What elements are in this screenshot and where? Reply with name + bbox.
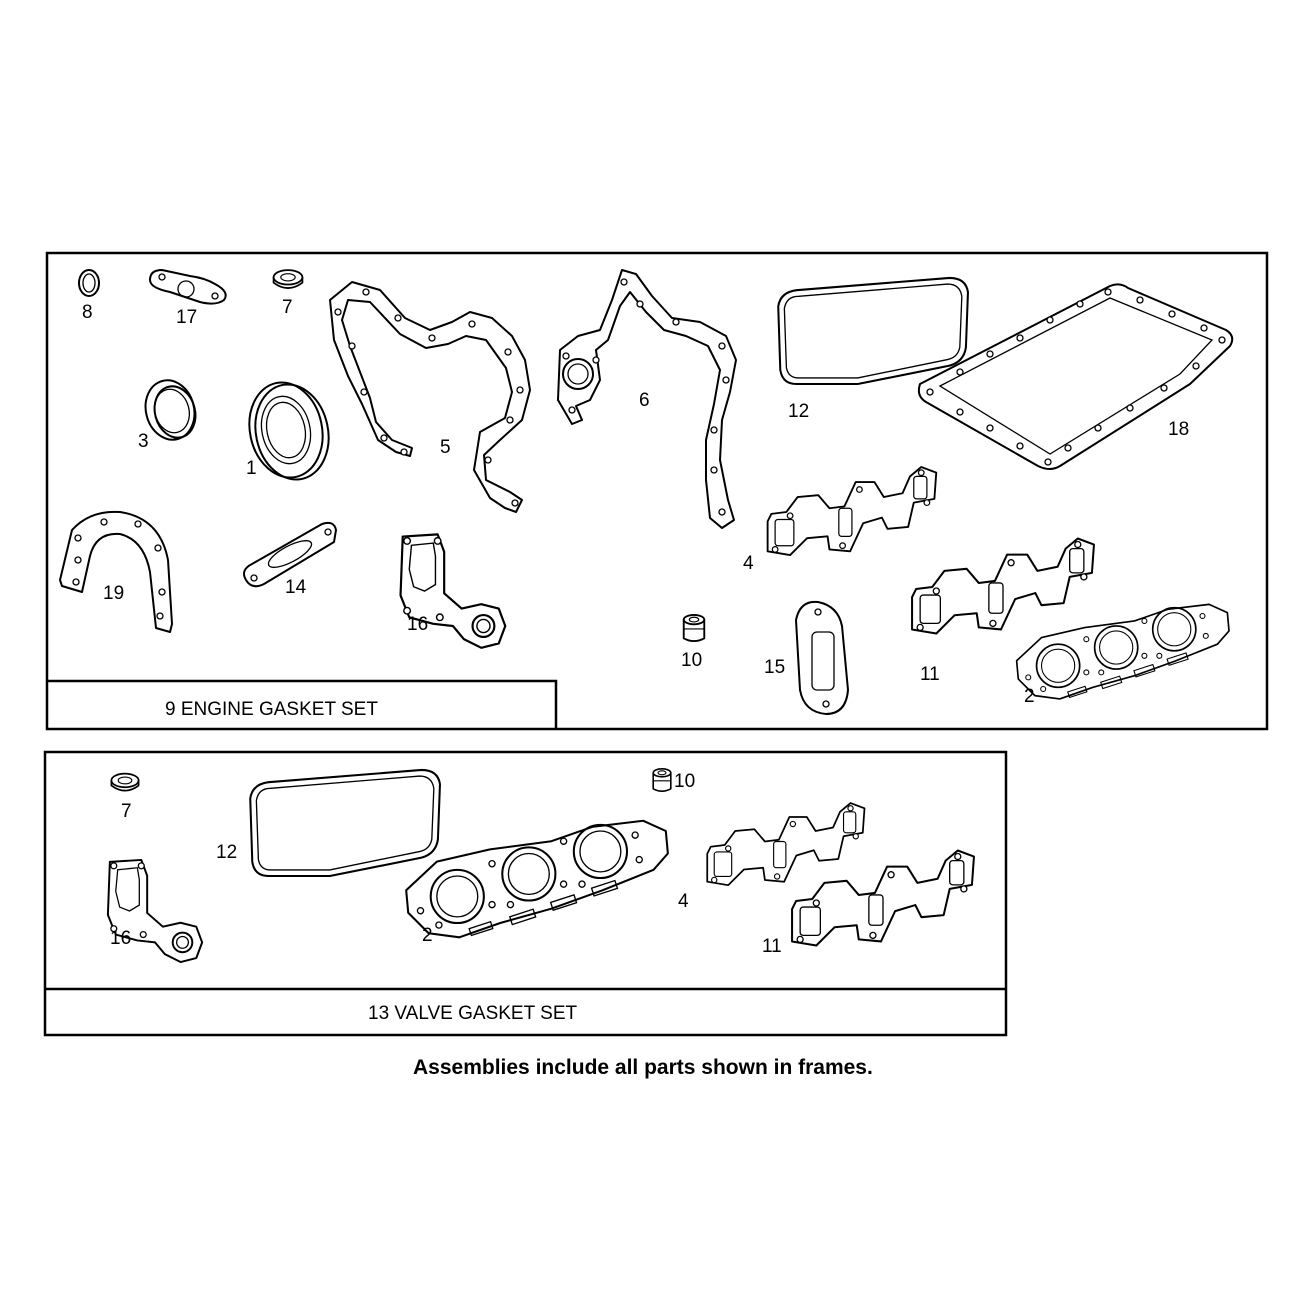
engine-callout-7: 7	[282, 297, 293, 318]
engine-gasket-set-title: 9 ENGINE GASKET SET	[165, 699, 378, 720]
engine-callout-17: 17	[176, 307, 197, 328]
part-10-valve-stem-seal	[682, 613, 706, 643]
part-18-oil-pan-gasket	[917, 283, 1234, 470]
part-3-seal-ring	[144, 379, 197, 441]
part-14-elongated-gasket	[243, 521, 337, 588]
valve-part-2-head-gasket	[405, 819, 669, 939]
part-8-oring	[78, 269, 100, 297]
part-7-washer	[272, 269, 304, 290]
valve-part-11-exhaust-manifold-gasket	[790, 849, 976, 947]
engine-callout-19: 19	[103, 583, 124, 604]
assemblies-note: Assemblies include all parts shown in fr…	[413, 1056, 873, 1079]
engine-callouts: 8 17 7 3 1 5 6 12 18 19 14 16 4 10 15 11…	[82, 297, 1189, 707]
valve-callout-16: 16	[110, 928, 131, 949]
valve-callout-4: 4	[678, 891, 689, 912]
part-11-exhaust-manifold-gasket	[910, 536, 1096, 635]
valve-part-4-manifold-gasket	[705, 801, 867, 887]
engine-callout-10: 10	[681, 650, 702, 671]
part-1-crank-seal	[248, 381, 330, 481]
valve-callout-7: 7	[121, 801, 132, 822]
engine-callout-18: 18	[1168, 419, 1189, 440]
part-19-seal-carrier-gasket	[59, 510, 173, 633]
engine-callout-5: 5	[440, 437, 451, 458]
engine-callout-8: 8	[82, 302, 93, 323]
engine-callout-16: 16	[407, 614, 428, 635]
engine-callout-3: 3	[138, 431, 149, 452]
part-5-timing-cover-gasket	[329, 281, 531, 513]
engine-callout-1: 1	[246, 458, 257, 479]
engine-gasket-set-frame: 9 ENGINE GASKET SET	[45, 251, 1269, 731]
engine-callout-12: 12	[788, 401, 809, 422]
valve-gasket-set-title: 13 VALVE GASKET SET	[368, 1003, 577, 1024]
valve-part-7-washer	[110, 772, 140, 792]
engine-callout-4: 4	[743, 553, 754, 574]
engine-callout-15: 15	[764, 657, 785, 678]
part-17-flange-gasket	[149, 269, 227, 305]
valve-callout-12: 12	[216, 842, 237, 863]
valve-gasket-set-frame: 13 VALVE GASKET SET	[43, 750, 1008, 1037]
part-4-manifold-gasket	[766, 465, 938, 557]
part-2-head-gasket	[1015, 603, 1230, 700]
engine-callout-14: 14	[285, 577, 307, 598]
part-15-flange-gasket	[795, 600, 849, 715]
valve-callout-11: 11	[762, 936, 782, 957]
engine-callout-11: 11	[920, 664, 940, 685]
part-12-rocker-cover-gasket	[777, 276, 970, 386]
engine-callout-6: 6	[639, 390, 650, 411]
engine-callout-2: 2	[1024, 686, 1035, 707]
valve-callouts: 7 10 12 16 2 4 11	[110, 771, 782, 957]
part-6-cover-gasket	[557, 269, 737, 529]
valve-part-12-rocker-cover-gasket	[249, 768, 442, 878]
valve-callout-10: 10	[674, 771, 695, 792]
valve-callout-2: 2	[422, 925, 433, 946]
valve-part-10-valve-stem-seal	[652, 767, 672, 793]
